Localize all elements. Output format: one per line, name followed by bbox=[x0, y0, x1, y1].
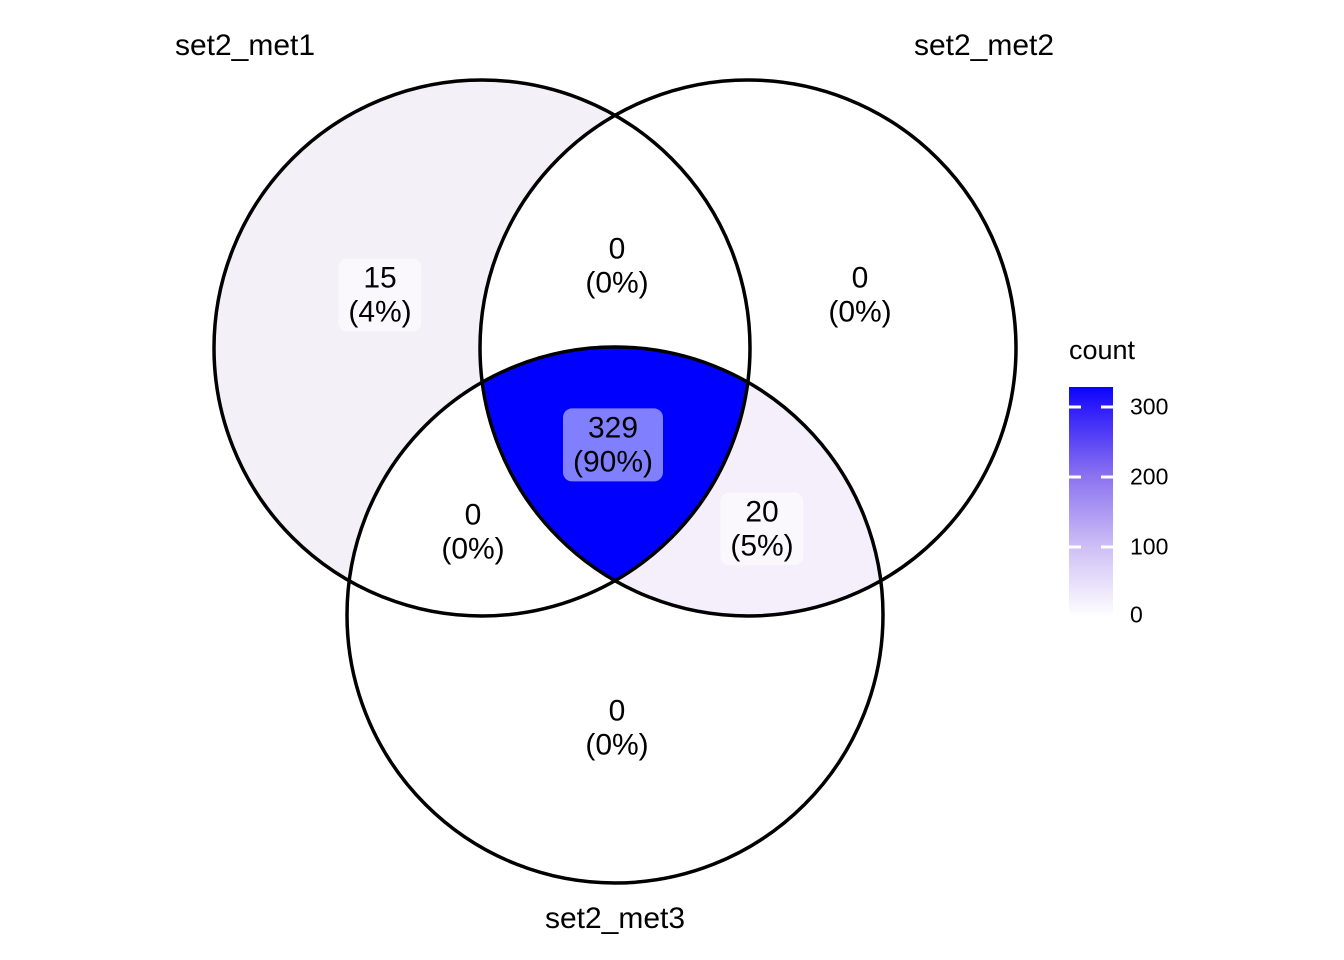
legend-title: count bbox=[1069, 335, 1136, 365]
venn-circle-set3-outline bbox=[345, 345, 885, 885]
legend-tick-label-100: 100 bbox=[1130, 533, 1169, 560]
legend-colorbar bbox=[1069, 387, 1113, 617]
legend-tick-label-300: 300 bbox=[1130, 393, 1169, 420]
region-percent: (0%) bbox=[585, 266, 649, 299]
region-percent: (90%) bbox=[572, 445, 654, 478]
legend-tick-label-0: 0 bbox=[1130, 601, 1143, 628]
venn-circle-set2-outline bbox=[478, 78, 1018, 618]
region-label-set1-set2: 0 (0%) bbox=[575, 229, 659, 303]
region-count: 15 bbox=[363, 261, 397, 295]
set-label-set2_met3: set2_met3 bbox=[544, 902, 686, 935]
region-label-set2-set3: 20 (5%) bbox=[720, 492, 804, 566]
legend-tick-label-200: 200 bbox=[1130, 463, 1169, 490]
legend-tick-marks bbox=[1069, 405, 1113, 549]
region-percent: (0%) bbox=[441, 532, 505, 565]
region-label-set1-only: 15 (4%) bbox=[338, 258, 422, 332]
venn-circle-set1-outline bbox=[212, 78, 752, 618]
region-label-set1-set3: 0 (0%) bbox=[431, 495, 515, 569]
region-label-center: 329 (90%) bbox=[562, 408, 664, 482]
region-percent: (5%) bbox=[730, 529, 794, 562]
region-count: 0 bbox=[608, 694, 626, 728]
region-count: 0 bbox=[608, 232, 626, 266]
region-count: 329 bbox=[587, 411, 639, 445]
region-count: 0 bbox=[851, 261, 869, 295]
region-count: 0 bbox=[464, 498, 482, 532]
region-percent: (0%) bbox=[828, 295, 892, 328]
set-label-set2_met1: set2_met1 bbox=[174, 29, 316, 62]
set-label-set2_met2: set2_met2 bbox=[913, 29, 1055, 62]
region-percent: (0%) bbox=[585, 728, 649, 761]
region-count: 20 bbox=[745, 495, 779, 529]
region-label-set3-only: 0 (0%) bbox=[575, 691, 659, 765]
region-percent: (4%) bbox=[348, 295, 412, 328]
legend-gradient-rect bbox=[1069, 387, 1113, 617]
region-label-set2-only: 0 (0%) bbox=[818, 258, 902, 332]
